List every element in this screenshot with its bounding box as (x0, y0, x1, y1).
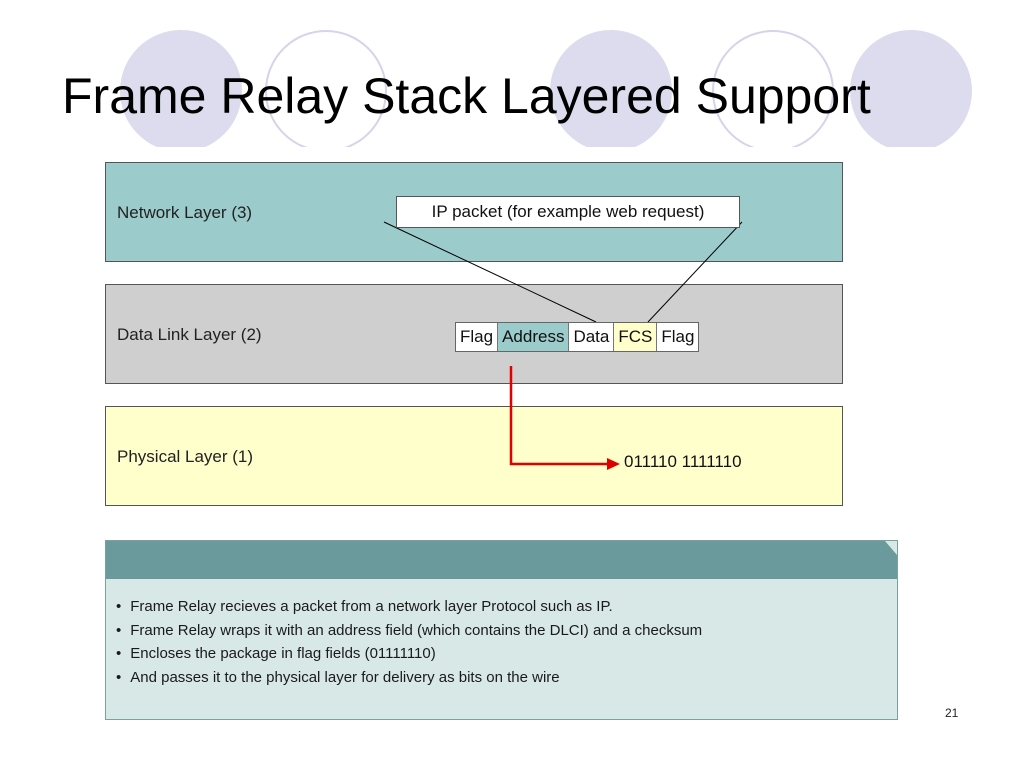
decorative-circle (120, 30, 242, 152)
info-bullet-list: Frame Relay recieves a packet from a net… (116, 595, 702, 689)
connector-line-left (383, 221, 597, 323)
info-bullet: Frame Relay recieves a packet from a net… (116, 595, 702, 619)
info-bullet: Frame Relay wraps it with an address fie… (116, 619, 702, 643)
frame-field-fcs: FCS (614, 323, 658, 351)
physical-layer-label: Physical Layer (1) (117, 447, 254, 466)
frame-relay-frame: Flag Address Data FCS Flag (455, 322, 700, 352)
decorative-circle (712, 30, 834, 152)
decorative-circle (550, 30, 672, 152)
frame-field-data: Data (569, 323, 615, 351)
slide-number: 21 (945, 706, 959, 720)
network-layer-label: Network Layer (3) (117, 203, 253, 222)
info-bullet: And passes it to the physical layer for … (116, 666, 702, 690)
decorative-circle (850, 30, 972, 152)
decorative-circle (265, 30, 387, 152)
transmit-arrow (509, 366, 608, 466)
info-panel-header (106, 541, 897, 579)
frame-field-flag-start: Flag (456, 323, 499, 351)
ip-packet-box: IP packet (for example web request) (396, 196, 740, 228)
transmit-arrow-head (607, 458, 620, 470)
slide-title: Frame Relay Stack Layered Support (62, 68, 871, 124)
frame-field-address: Address (498, 323, 570, 351)
physical-layer-box: Physical Layer (1) (105, 406, 843, 506)
connector-line-right (647, 221, 743, 323)
info-panel: Frame Relay recieves a packet from a net… (105, 540, 898, 720)
bit-stream-text: 011110 1111110 (624, 452, 742, 471)
frame-field-flag-end: Flag (657, 323, 699, 351)
data-link-layer-label: Data Link Layer (2) (117, 325, 262, 344)
info-bullet: Encloses the package in flag fields (011… (116, 642, 702, 666)
